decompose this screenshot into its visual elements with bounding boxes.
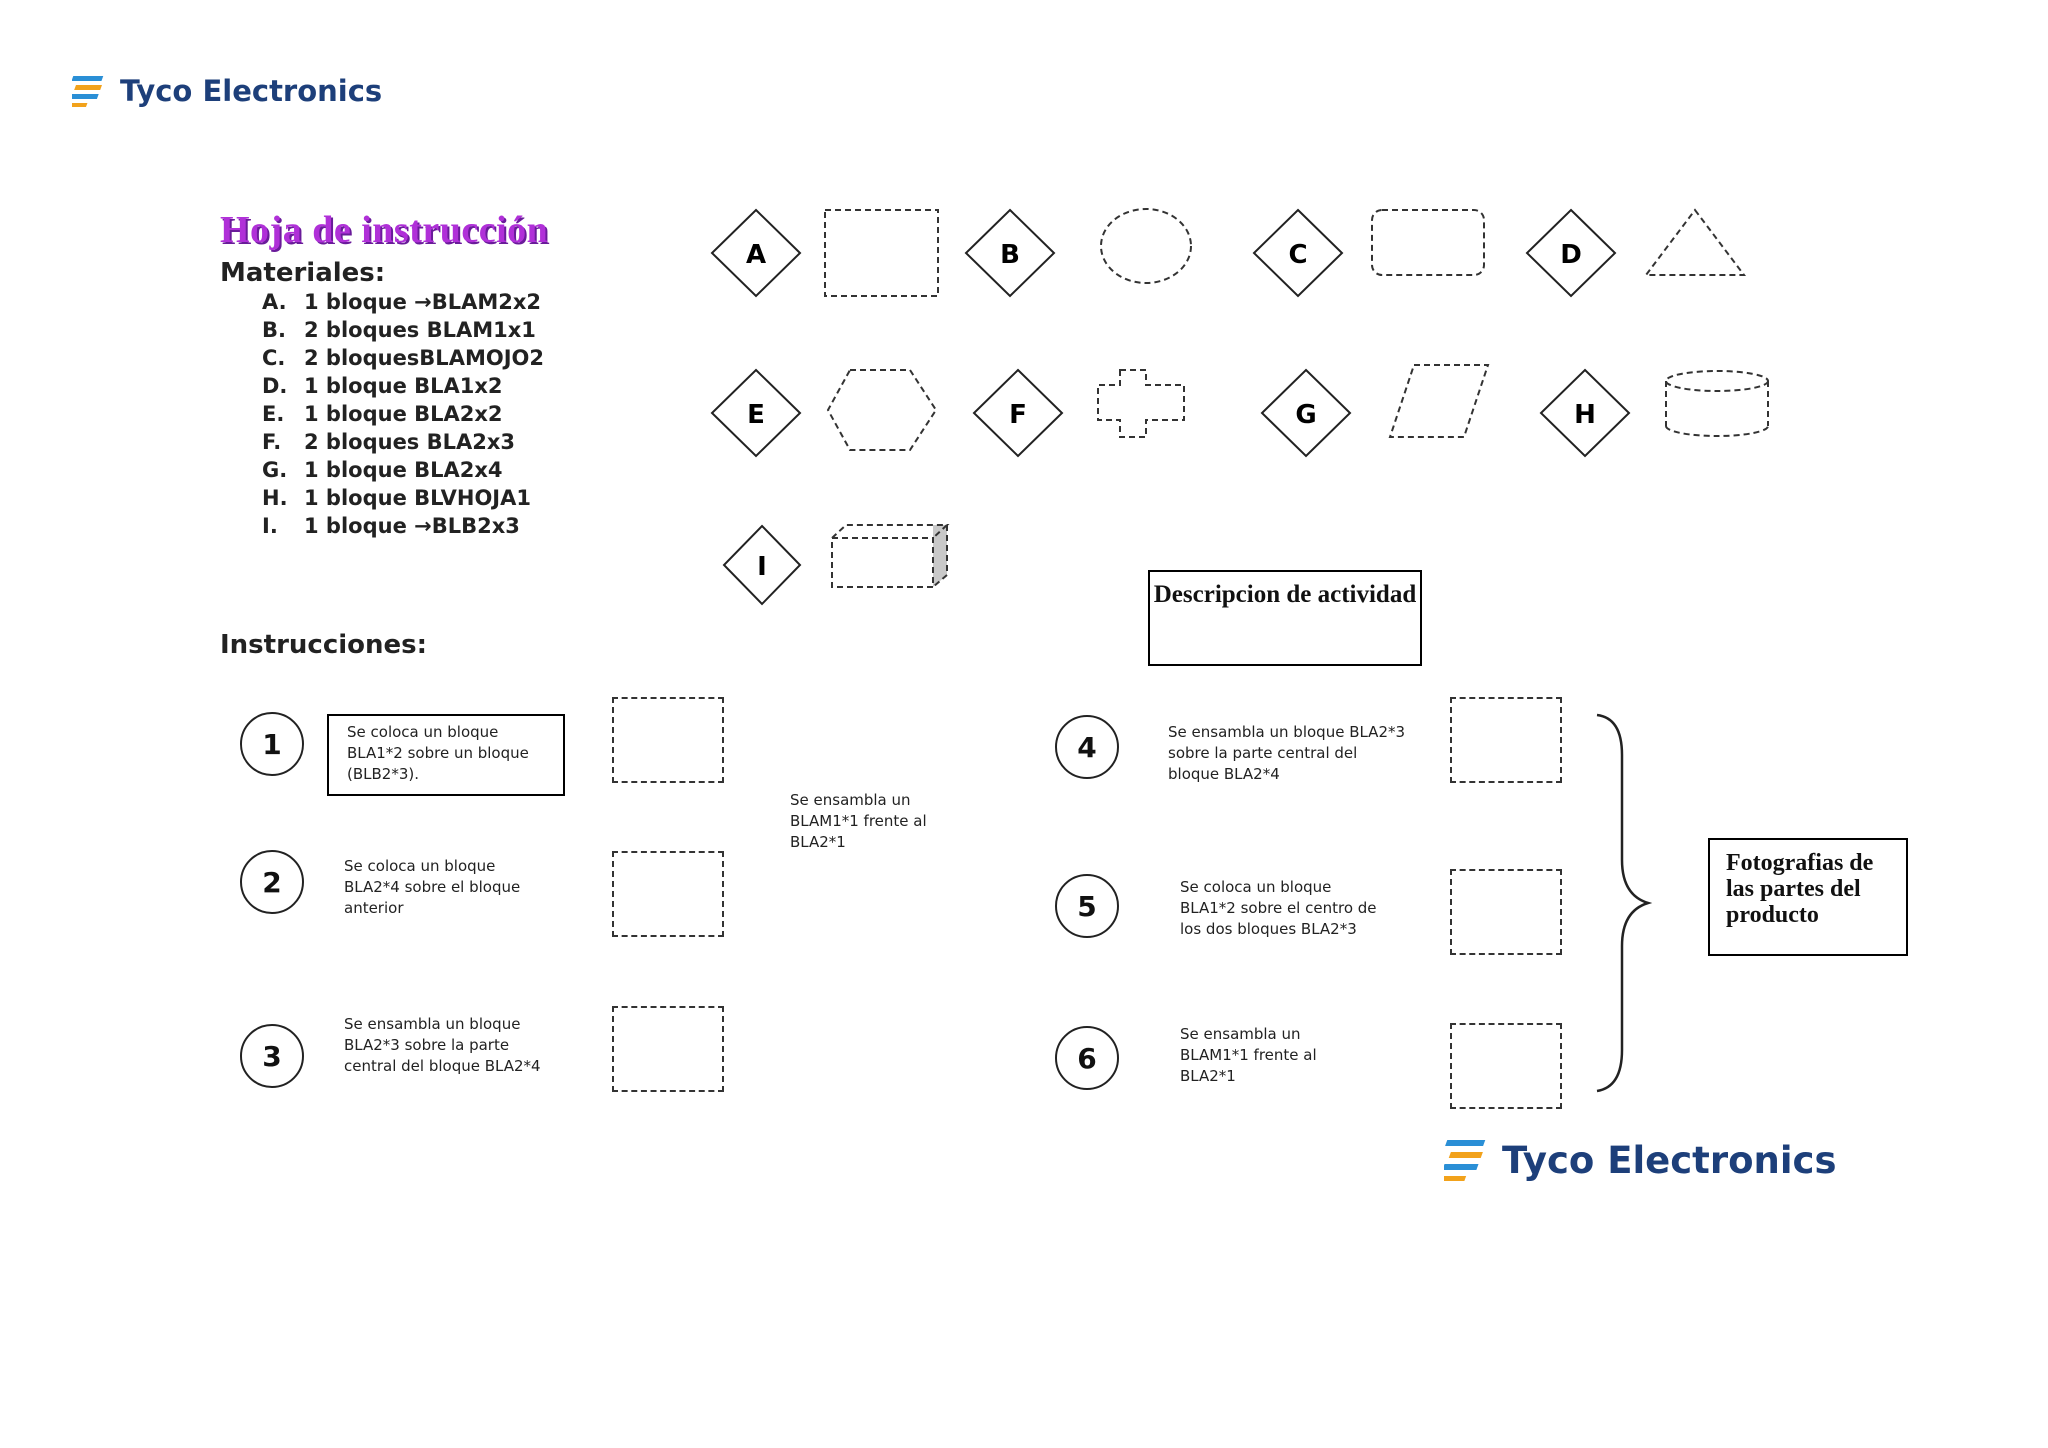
material-item: C.2 bloquesBLAMOJO2 <box>262 346 544 370</box>
dashed-rounded-rectangle <box>1371 209 1485 276</box>
dashed-ellipse <box>1100 208 1192 284</box>
step-text-3: Se ensambla un bloque BLA2*3 sobre la pa… <box>344 1015 541 1075</box>
legend-item-i: I <box>722 524 950 606</box>
material-item: H.1 bloque BLVHOJA1 <box>262 486 531 510</box>
legend-item-f: F <box>972 368 1185 458</box>
legend-item-e: E <box>710 368 938 458</box>
diamond-c <box>1252 208 1344 298</box>
legend-item-c: C <box>1252 208 1485 298</box>
legend-label-i: I <box>757 552 767 582</box>
middle-note: Se ensambla un BLAM1*1 frente al BLA2*1 <box>790 791 927 851</box>
diamond-a <box>710 208 802 298</box>
step-number-1: 1 <box>240 712 304 776</box>
diamond-f <box>972 368 1064 458</box>
step-text-6: Se ensambla un BLAM1*1 frente al BLA2*1 <box>1180 1025 1317 1085</box>
step-number-5: 5 <box>1055 874 1119 938</box>
instructions-heading: Instrucciones: <box>220 630 428 660</box>
tyco-logo-text: Tyco Electronics <box>1502 1138 1837 1182</box>
photo-placeholder-5 <box>1450 869 1562 955</box>
material-item: A.1 bloque →BLAM2x2 <box>262 290 542 314</box>
legend-label-h: H <box>1574 400 1596 430</box>
legend-label-e: E <box>747 400 765 430</box>
legend-item-a: A <box>710 208 939 298</box>
material-item: B.2 bloques BLAM1x1 <box>262 318 536 342</box>
dashed-parallelogram <box>1388 364 1490 438</box>
step-text-1: Se coloca un bloque BLA1*2 sobre un bloq… <box>327 714 565 796</box>
legend-item-d: D <box>1525 208 1747 298</box>
dashed-hexagon <box>826 369 938 451</box>
step-number-4: 4 <box>1055 715 1119 779</box>
diamond-e <box>710 368 802 458</box>
diamond-i <box>722 524 802 606</box>
dashed-rectangle <box>824 209 939 297</box>
diamond-h <box>1539 368 1631 458</box>
legend-item-h: H <box>1539 368 1769 458</box>
legend-label-d: D <box>1560 240 1582 270</box>
material-item: G.1 bloque BLA2x4 <box>262 458 503 482</box>
tyco-logo-text: Tyco Electronics <box>120 74 383 108</box>
step-number-6: 6 <box>1055 1026 1119 1090</box>
tyco-logo-icon <box>1444 1140 1486 1181</box>
legend-item-g: G <box>1260 364 1490 458</box>
photo-placeholder-4 <box>1450 697 1562 783</box>
tyco-logo-top: Tyco Electronics <box>72 74 382 108</box>
materials-list: A.1 bloque →BLAM2x2 B.2 bloques BLAM1x1 … <box>262 290 544 542</box>
legend-label-a: A <box>746 240 766 270</box>
photo-placeholder-2 <box>612 851 724 937</box>
material-item: I.1 bloque →BLB2x3 <box>262 514 520 538</box>
diamond-b <box>964 208 1056 298</box>
step-text-2: Se coloca un bloque BLA2*4 sobre el bloq… <box>344 857 521 917</box>
dashed-cross <box>1097 369 1185 438</box>
legend-label-b: B <box>1000 240 1020 270</box>
tyco-logo-icon <box>72 76 104 107</box>
dashed-box <box>831 524 950 588</box>
diamond-d <box>1525 208 1617 298</box>
photo-placeholder-1 <box>612 697 724 783</box>
legend-label-g: G <box>1295 400 1316 430</box>
legend-label-c: C <box>1288 240 1307 270</box>
legend-item-b: B <box>964 208 1192 298</box>
photos-label-box: Fotografias de las partes del producto <box>1708 838 1908 956</box>
photo-placeholder-6 <box>1450 1023 1562 1109</box>
material-item: E.1 bloque BLA2x2 <box>262 402 503 426</box>
step-text-4: Se ensambla un bloque BLA2*3 sobre la pa… <box>1168 723 1406 783</box>
curly-brace <box>1596 713 1653 1093</box>
material-item: D.1 bloque BLA1x2 <box>262 374 503 398</box>
step-number-3: 3 <box>240 1024 304 1088</box>
diamond-g <box>1260 368 1352 458</box>
page-title: Hoja de instrucción <box>220 209 549 251</box>
step-number-2: 2 <box>240 850 304 914</box>
step-text-5: Se coloca un bloque BLA1*2 sobre el cent… <box>1180 878 1377 938</box>
legend-label-f: F <box>1009 400 1027 430</box>
dashed-triangle <box>1643 208 1747 276</box>
dashed-cylinder <box>1665 370 1769 437</box>
materials-heading: Materiales: <box>220 258 386 288</box>
photo-placeholder-3 <box>612 1006 724 1092</box>
tyco-logo-bottom: Tyco Electronics <box>1444 1138 1837 1182</box>
description-label-box: Descripcion de actividad <box>1148 570 1422 666</box>
material-item: F.2 bloques BLA2x3 <box>262 430 516 454</box>
